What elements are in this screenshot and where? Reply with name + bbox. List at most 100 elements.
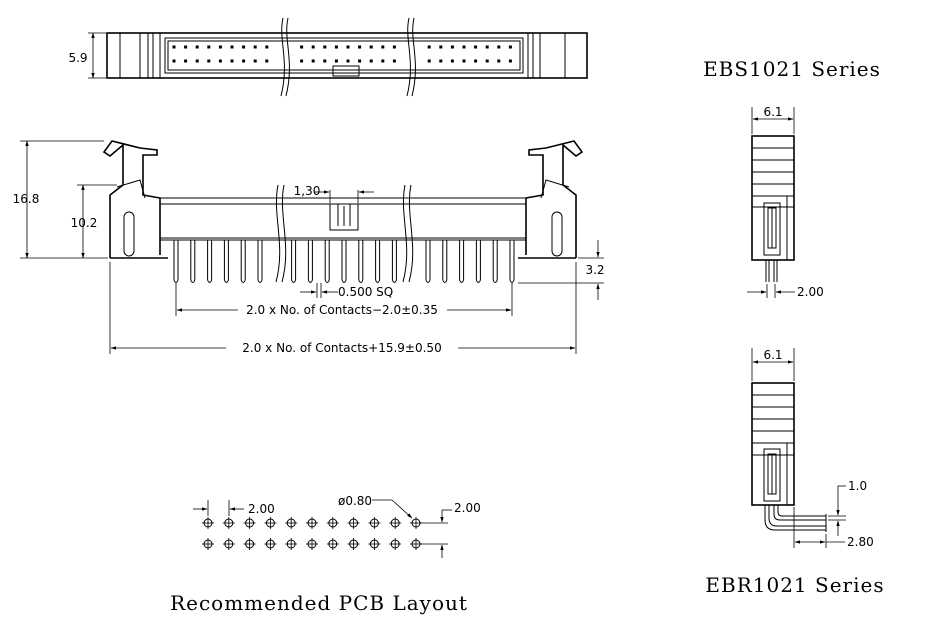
top-pin [323,45,327,49]
top-pin [508,45,512,49]
front-pin [291,240,297,283]
top-pin [218,59,222,63]
top-pin [474,59,478,63]
dim-overall-height: 16.8 [13,192,40,206]
front-pin [459,240,465,283]
dim-overall-length: 2.0 x No. of Contacts+15.9±0.50 [242,341,441,355]
top-pin [334,59,338,63]
top-pin [311,45,315,49]
top-pin [462,59,466,63]
top-view: 5.9 [68,17,588,97]
top-pin [427,59,431,63]
top-pin [265,45,269,49]
top-pin [242,59,246,63]
top-pin [195,45,199,49]
top-pin [485,45,489,49]
top-pin [265,59,269,63]
top-pin [381,59,385,63]
front-pin [307,240,313,283]
top-pin [172,45,176,49]
dim-pin-span: 2.0 x No. of Contacts−2.0±0.35 [246,303,438,317]
dim-latch-pitch: 1,30 [294,184,321,198]
front-pin [442,240,448,283]
front-pin [475,240,481,283]
top-pin [497,45,501,49]
top-pin [450,59,454,63]
top-pin [253,45,257,49]
top-pin [369,59,373,63]
ebs-body [751,135,795,261]
dim-ebs-width: 6.1 [763,105,782,119]
top-pin [462,45,466,49]
dim-ebr-width: 6.1 [763,348,782,362]
top-pin [218,45,222,49]
dim-pcb-pitch-x: 2.00 [248,502,275,516]
front-pin [425,240,431,283]
top-pin [195,59,199,63]
top-pin [184,45,188,49]
top-pin [358,45,362,49]
top-pin [230,59,234,63]
top-pin [381,45,385,49]
dim-pin-square: 0.500 SQ [338,285,393,299]
top-pin [323,59,327,63]
top-pin [207,59,211,63]
top-view-outline [106,32,588,79]
top-pin [311,59,315,63]
top-pin [300,45,304,49]
front-pin [391,240,397,283]
front-pin [341,240,347,283]
top-pin [369,45,373,49]
top-pin [439,59,443,63]
front-view: 16.8 10.2 1,30 3.2 0.500 SQ 2.0 x No. of… [13,140,605,355]
ebs-series-title: EBS1021 Series [703,57,881,81]
top-pin [439,45,443,49]
dim-pcb-hole: ø0.80 [338,494,372,508]
ebr-series-title: EBR1021 Series [705,573,884,597]
front-pin [207,240,213,283]
ebr-side-view: 6.1 1.0 2.80 EBR1021 Series [705,348,884,597]
top-pin [346,45,350,49]
dim-ebr-offset: 2.80 [847,535,874,549]
front-pin [509,240,515,283]
top-pin [358,59,362,63]
front-pin [358,240,364,283]
front-pin [257,240,263,283]
front-pin [375,240,381,283]
front-pin [223,240,229,283]
top-pin [450,45,454,49]
pcb-layout-title: Recommended PCB Layout [170,591,468,615]
dim-tail-length: 3.2 [585,263,604,277]
ebr-body [751,382,795,506]
top-pin [334,45,338,49]
ebs-side-view: EBS1021 Series 6.1 2.00 [703,57,881,299]
top-pin [474,45,478,49]
front-pin [190,240,196,283]
front-pin [173,240,179,283]
top-pin [253,59,257,63]
top-pin [184,59,188,63]
front-pin [324,240,330,283]
top-pin [427,45,431,49]
top-pin [392,59,396,63]
top-pin [207,45,211,49]
top-pin [172,59,176,63]
top-pin [230,45,234,49]
pcb-hole-grid [202,517,422,550]
front-pin [240,240,246,283]
top-pin [242,45,246,49]
top-pin [346,59,350,63]
dim-pcb-pitch-y: 2.00 [454,501,481,515]
dim-body-height: 10.2 [71,216,98,230]
top-pin-grid [172,45,512,63]
front-pin [492,240,498,283]
top-pin [508,59,512,63]
dim-ebr-pin-thick: 1.0 [848,479,867,493]
dim-top-height: 5.9 [68,51,87,65]
top-pin [497,59,501,63]
top-pin [300,59,304,63]
top-pin [392,45,396,49]
front-pin-row [173,240,515,283]
pcb-layout: 2.00 ø0.80 2.00 Recommended PCB Layout [170,494,481,615]
